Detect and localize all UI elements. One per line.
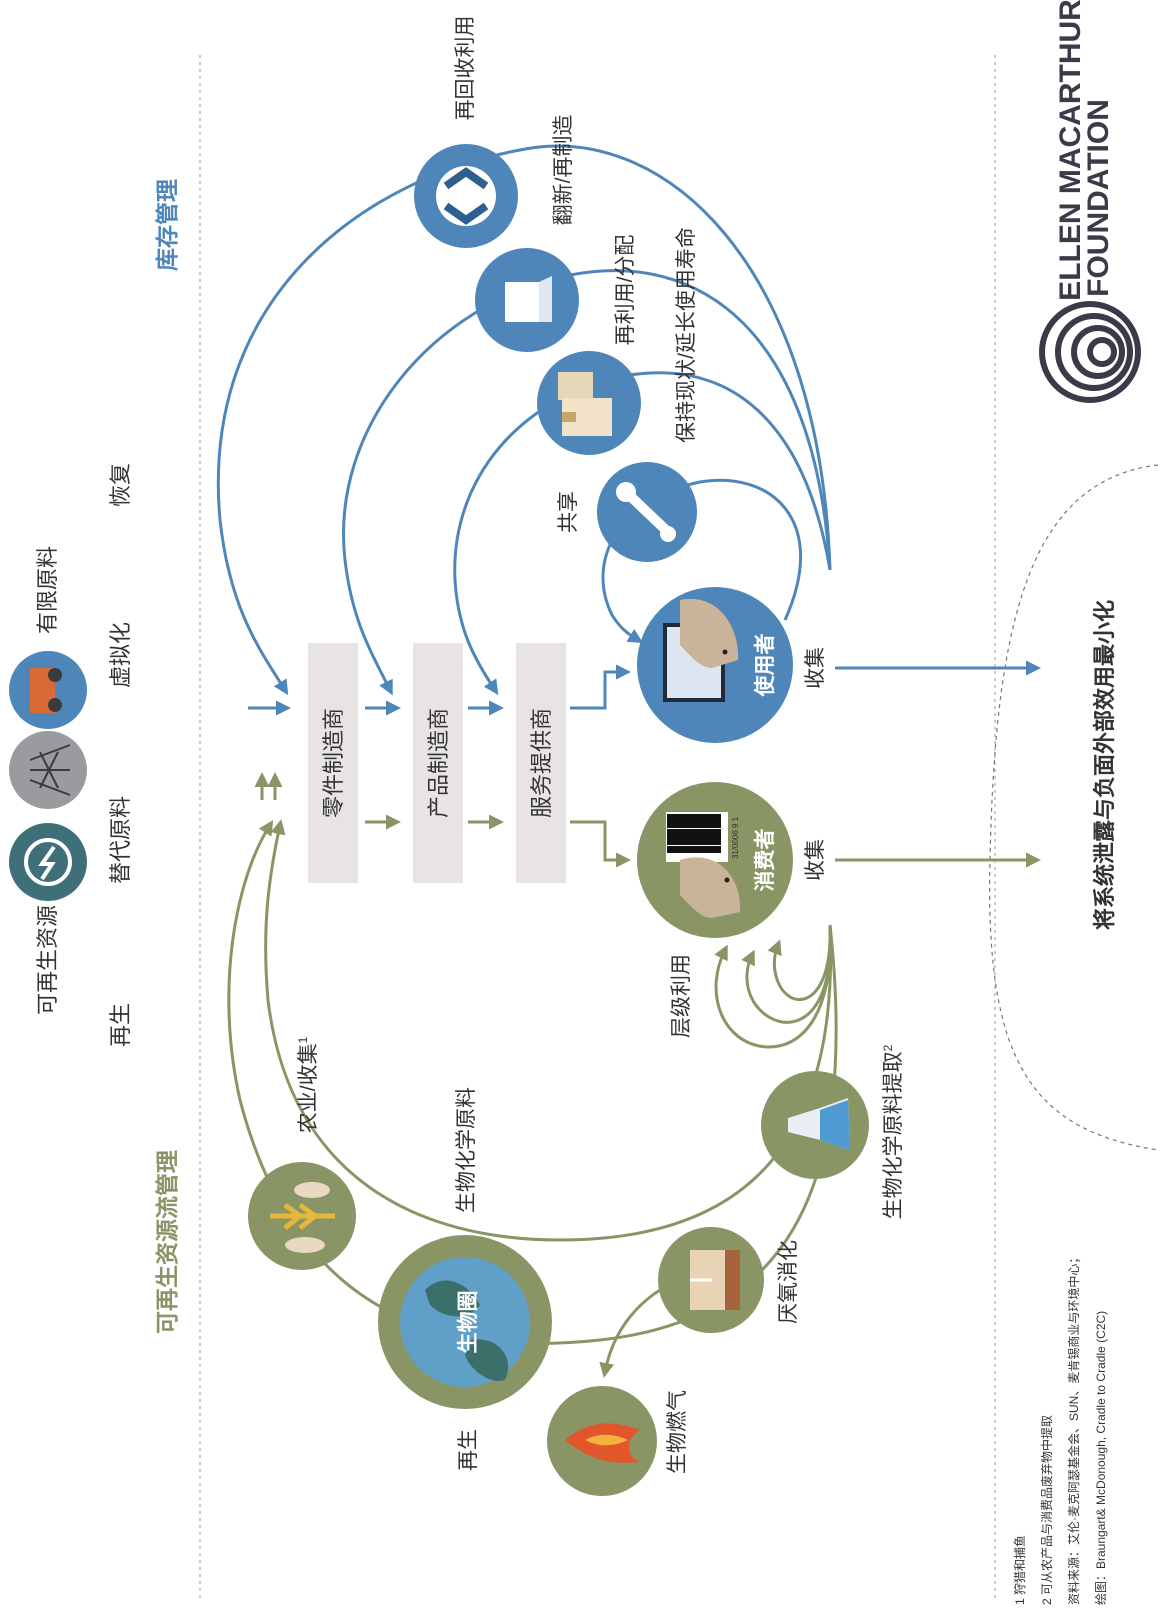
label-restore: 恢复 (108, 463, 133, 507)
label-virtualise: 虚拟化 (108, 622, 133, 688)
label-renewable-energy: 可再生资源 (35, 905, 60, 1015)
truck-icon (9, 651, 87, 729)
globe-icon (378, 1235, 552, 1409)
label-collection-biological: 收集 (804, 839, 827, 881)
flask-icon (761, 1071, 869, 1179)
logo-line1: ELLEN MACARTHUR (1054, 0, 1087, 301)
recycle-icon (414, 144, 518, 248)
biological-flow-arrows (254, 772, 1041, 868)
wrench-icon (597, 462, 697, 562)
power-icon (9, 823, 87, 901)
cascade-loop-1 (714, 924, 832, 1049)
label-finite-materials: 有限原料 (35, 546, 60, 634)
label-farming: 农业/收集1 (296, 1036, 320, 1133)
logo-line2: FOUNDATION (1082, 99, 1115, 297)
leakage-boundary (989, 464, 1159, 1151)
label-biogas: 生物燃气 (666, 1390, 689, 1474)
label-extraction: 生物化学原料提取2 (881, 1044, 905, 1219)
label-collection-technical: 收集 (804, 647, 827, 689)
soil-icon (658, 1227, 764, 1333)
footnote-source: 资料来源：艾伦·麦克阿瑟基金会、SUN、麦肯锡商业与环境中心； (1066, 1252, 1081, 1605)
section-renewable-flow: 可再生资源流管理 (154, 1150, 180, 1334)
stage-product-maker: 产品制造商 (426, 708, 451, 818)
recycle-loop (216, 144, 832, 696)
label-recycle: 再回收利用 (454, 16, 477, 121)
label-consumer: 消费者 (753, 829, 777, 892)
section-stock-management: 库存管理 (154, 179, 180, 271)
barcode-icon (666, 812, 728, 862)
service-provider-box (516, 643, 566, 883)
boxes-icon (537, 351, 641, 455)
label-reuse: 再利用/分配 (614, 235, 637, 346)
footnote-drawing: 绘图：Braungart& McDonough, Cradle to Cradl… (1093, 1311, 1108, 1605)
label-anaerobic: 厌氧消化 (777, 1240, 800, 1324)
label-maintain: 保持现状/延长使用寿命 (675, 227, 698, 443)
label-leakage: 将系统泄露与负面外部效用最小化 (1092, 600, 1117, 930)
cascade-loop-3 (767, 924, 832, 1001)
label-cascades: 层级利用 (670, 954, 693, 1038)
stage-parts-maker: 零件制造商 (321, 708, 346, 818)
user-circle (637, 587, 793, 743)
stage-service-provider: 服务提供商 (529, 708, 554, 818)
label-refurbish: 翻新/再制造 (552, 115, 575, 226)
parts-maker-box (308, 643, 358, 883)
wheat-fish-icon (248, 1162, 356, 1270)
factory-icon (475, 248, 579, 352)
cascade-loop-2 (741, 924, 832, 1024)
barcode-number: 31/0006 9 1 (731, 816, 740, 859)
label-biosphere: 生物圈 (456, 1291, 480, 1354)
flame-icon (547, 1386, 657, 1496)
technical-flow-arrows (248, 660, 1041, 716)
foundation-logo-mark (1039, 301, 1141, 403)
label-regeneration: 再生 (457, 1429, 480, 1471)
consumer-circle (637, 782, 793, 938)
label-sharing: 共享 (557, 491, 580, 533)
pylon-icon (9, 731, 87, 809)
label-regenerate-top: 再生 (108, 1003, 133, 1047)
label-biochemical-feedstock: 生物化学原料 (455, 1087, 478, 1213)
footnote-1: 1 狩猎和捕鱼 (1012, 1535, 1027, 1605)
label-substitute: 替代原料 (108, 796, 133, 884)
footnote-2: 2 可从农产品与消费品废弃物中提取 (1039, 1415, 1054, 1605)
product-maker-box (413, 643, 463, 883)
label-user: 使用者 (753, 634, 777, 698)
